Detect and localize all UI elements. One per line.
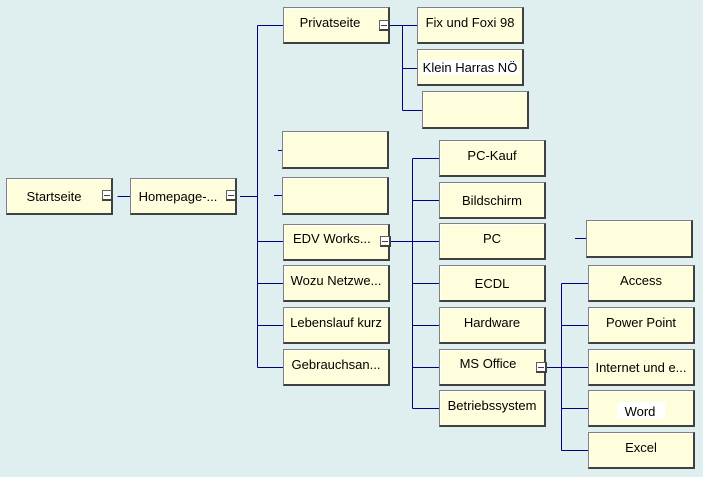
node-label: ECDL <box>474 275 510 291</box>
node-empty[interactable] <box>422 91 529 129</box>
node-access[interactable]: Access <box>588 265 695 302</box>
node-pc-kauf[interactable]: PC-Kauf <box>439 140 546 177</box>
node-wozu-netzwe[interactable]: Wozu Netzwe... <box>283 265 390 302</box>
node-label: Homepage-... <box>138 188 218 204</box>
node-startseite[interactable]: Startseite <box>6 178 113 215</box>
node-ecdl[interactable]: ECDL <box>439 265 546 302</box>
node-empty[interactable] <box>282 177 389 215</box>
collapse-toggle-ms-office[interactable] <box>536 362 547 373</box>
node-gebrauchsan[interactable]: Gebrauchsan... <box>283 349 390 386</box>
node-empty[interactable] <box>586 220 693 258</box>
node-label: Betriebssystem <box>447 398 537 413</box>
node-label: Wozu Netzwe... <box>290 273 382 288</box>
node-privatseite[interactable]: Privatseite <box>283 7 390 44</box>
node-ms-office[interactable]: MS Office <box>439 349 546 386</box>
node-bildschirm[interactable]: Bildschirm <box>439 182 546 219</box>
node-label: Word <box>616 401 666 419</box>
node-hardware[interactable]: Hardware <box>439 307 546 344</box>
node-lebenslauf-kurz[interactable]: Lebenslauf kurz <box>283 307 390 344</box>
node-label: Gebrauchsan... <box>291 357 381 372</box>
node-label: Hardware <box>463 315 521 330</box>
node-label: Internet und e... <box>595 359 687 375</box>
node-label: Power Point <box>605 315 677 330</box>
node-betriebssystem[interactable]: Betriebssystem <box>439 390 546 427</box>
node-label: PC-Kauf <box>467 148 517 163</box>
node-internet-und-e[interactable]: Internet und e... <box>588 349 695 386</box>
collapse-toggle-privatseite[interactable] <box>379 20 390 31</box>
node-label: MS Office <box>459 356 517 371</box>
node-label: Lebenslauf kurz <box>290 315 382 330</box>
node-label: Klein Harras NÖ <box>420 59 520 75</box>
node-label: Bildschirm <box>462 192 522 208</box>
node-label: EDV Works... <box>293 231 371 246</box>
node-label: PC <box>482 231 502 246</box>
node-fix-und-foxi[interactable]: Fix und Foxi 98 <box>417 7 524 44</box>
node-label: Startseite <box>26 188 82 204</box>
node-label: Privatseite <box>299 15 361 30</box>
node-empty[interactable] <box>282 131 389 169</box>
node-label: Excel <box>625 440 657 455</box>
node-label: Fix und Foxi 98 <box>425 15 515 30</box>
node-word[interactable]: Word <box>588 390 695 427</box>
node-klein-harras[interactable]: Klein Harras NÖ <box>417 49 524 86</box>
node-power-point[interactable]: Power Point <box>588 307 695 344</box>
collapse-toggle-startseite[interactable] <box>102 190 113 201</box>
collapse-toggle-edv-works[interactable] <box>380 236 391 247</box>
node-edv-works[interactable]: EDV Works... <box>283 224 390 261</box>
node-label: Access <box>620 273 662 288</box>
collapse-toggle-homepage[interactable] <box>226 190 237 201</box>
node-pc[interactable]: PC <box>439 223 546 260</box>
node-excel[interactable]: Excel <box>588 432 695 469</box>
node-homepage[interactable]: Homepage-... <box>130 178 237 215</box>
